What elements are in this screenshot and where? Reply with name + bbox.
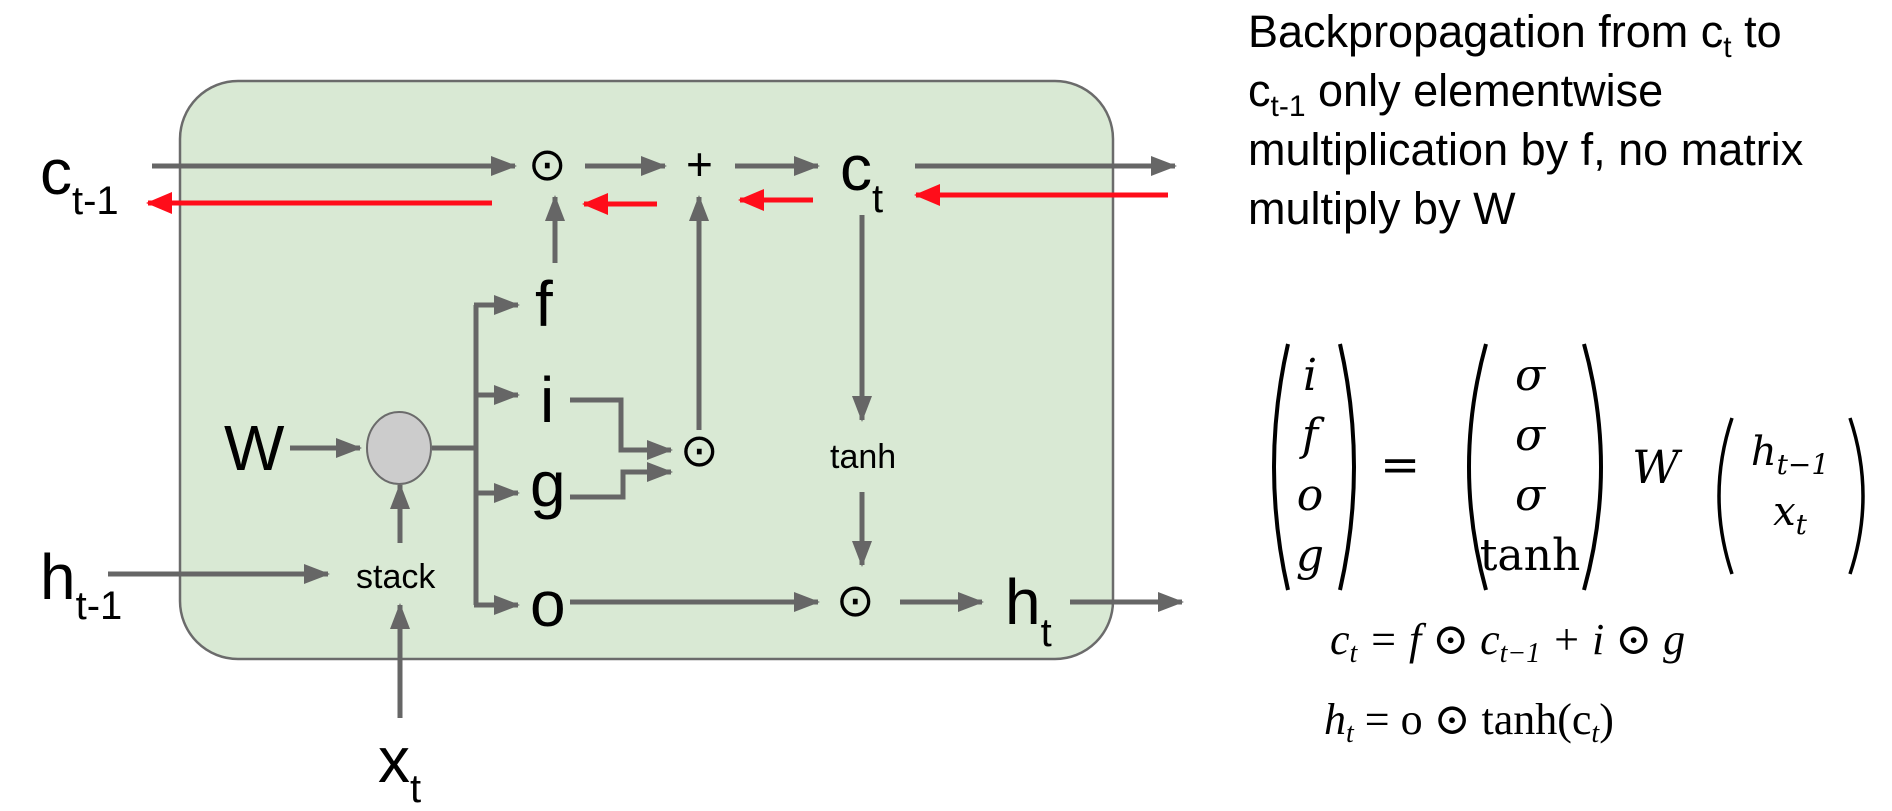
lhs-g: g <box>1295 530 1325 581</box>
label-h-prev-sub: t-1 <box>75 584 123 628</box>
desc-text: only elementwise <box>1305 65 1664 116</box>
activation-vector: σ σ σ tanh <box>1478 346 1582 586</box>
input-h-sub: t−1 <box>1776 448 1830 481</box>
input-x-base: x <box>1773 489 1796 535</box>
gate-g: g <box>530 448 566 520</box>
desc-sub: t-1 <box>1270 90 1306 123</box>
label-c-prev: ct-1 <box>40 140 119 221</box>
arrow-g-to-mul <box>570 462 673 500</box>
eq-c-rhs-post: + i ⊙ g <box>1540 615 1686 664</box>
label-h-t: ht <box>1005 570 1052 653</box>
gate-i: i <box>540 364 555 436</box>
elementwise-mul-output: ⊙ <box>836 574 875 626</box>
label-x: xt <box>378 728 421 809</box>
elementwise-mul-forget: ⊙ <box>528 138 567 190</box>
lhs-right-paren <box>1338 343 1356 591</box>
act-right-paren <box>1582 343 1603 591</box>
label-h-t-sub: t <box>1040 611 1052 655</box>
label-h-prev: ht-1 <box>40 545 122 626</box>
input-right-paren <box>1848 417 1865 575</box>
act-tanh-g: tanh <box>1479 530 1581 581</box>
lstm-cell-box <box>178 79 1115 661</box>
equals-sign: = <box>1380 437 1421 493</box>
label-c-t-sub: t <box>872 177 884 221</box>
desc-text: Backpropagation from c <box>1248 6 1724 57</box>
weight-W: W <box>1632 440 1680 494</box>
lhs-vector: i f o g <box>1290 346 1330 586</box>
input-x-sub: t <box>1795 508 1807 541</box>
input-vector: ht−1 xt <box>1730 422 1850 542</box>
label-h-t-base: h <box>1005 566 1041 638</box>
eq-h-lhs: h <box>1324 695 1346 744</box>
gate-f: f <box>535 268 553 340</box>
backprop-description: Backpropagation from ct to ct-1 only ele… <box>1248 2 1888 238</box>
hidden-state-equation: ht = o ⊙ tanh(ct) <box>1324 694 1614 748</box>
input-h-base: h <box>1750 429 1777 475</box>
desc-line-3: multiplication by f, no matrix <box>1248 124 1804 175</box>
label-W: W <box>224 412 285 484</box>
desc-line-4: multiply by W <box>1248 183 1516 234</box>
eq-c-lhs: c <box>1330 615 1350 664</box>
tanh-op: tanh <box>830 438 897 476</box>
eq-c-rhs: = f ⊙ c <box>1368 615 1500 664</box>
desc-sub: t <box>1723 31 1732 64</box>
act-sigma-f: σ <box>1514 410 1546 461</box>
eq-h-rhs-post: ) <box>1599 695 1614 744</box>
desc-line-2: ct-1 only elementwise <box>1248 61 1888 123</box>
lhs-o: o <box>1296 470 1324 521</box>
label-c-prev-base: c <box>40 136 72 208</box>
arrow-i-to-mul <box>570 397 673 460</box>
stack-op: stack <box>356 558 436 596</box>
gate-o: o <box>530 568 566 640</box>
input-x: xt <box>1730 482 1850 542</box>
matmul-node <box>366 411 432 485</box>
lhs-i: i <box>1302 350 1318 401</box>
label-x-sub: t <box>410 767 422 811</box>
label-h-prev-base: h <box>40 541 76 613</box>
input-left-paren <box>1717 417 1734 575</box>
act-sigma-o: σ <box>1514 470 1546 521</box>
desc-line-1: Backpropagation from ct to <box>1248 2 1888 64</box>
input-h-prev: ht−1 <box>1730 422 1850 482</box>
eq-c-lhs-sub: t <box>1349 638 1358 669</box>
eq-h-rhs: = o ⊙ tanh(c <box>1364 695 1592 744</box>
lhs-f: f <box>1301 410 1319 461</box>
eq-h-rhs-sub: t <box>1591 718 1600 749</box>
act-left-paren <box>1467 343 1488 591</box>
act-sigma-i: σ <box>1514 350 1546 401</box>
eq-h-lhs-sub: t <box>1346 718 1354 749</box>
cell-state-equation: ct = f ⊙ ct−1 + i ⊙ g <box>1330 614 1686 668</box>
label-c-t-base: c <box>840 132 872 204</box>
label-c-prev-sub: t-1 <box>72 179 119 223</box>
lhs-left-paren <box>1272 343 1290 591</box>
eq-c-rhs-sub: t−1 <box>1499 638 1541 669</box>
label-c-t: ct <box>840 136 883 219</box>
desc-text: to <box>1731 6 1782 57</box>
add-op: + <box>686 138 713 190</box>
desc-text: c <box>1248 65 1271 116</box>
elementwise-mul-input: ⊙ <box>680 424 719 476</box>
label-x-base: x <box>378 724 410 796</box>
